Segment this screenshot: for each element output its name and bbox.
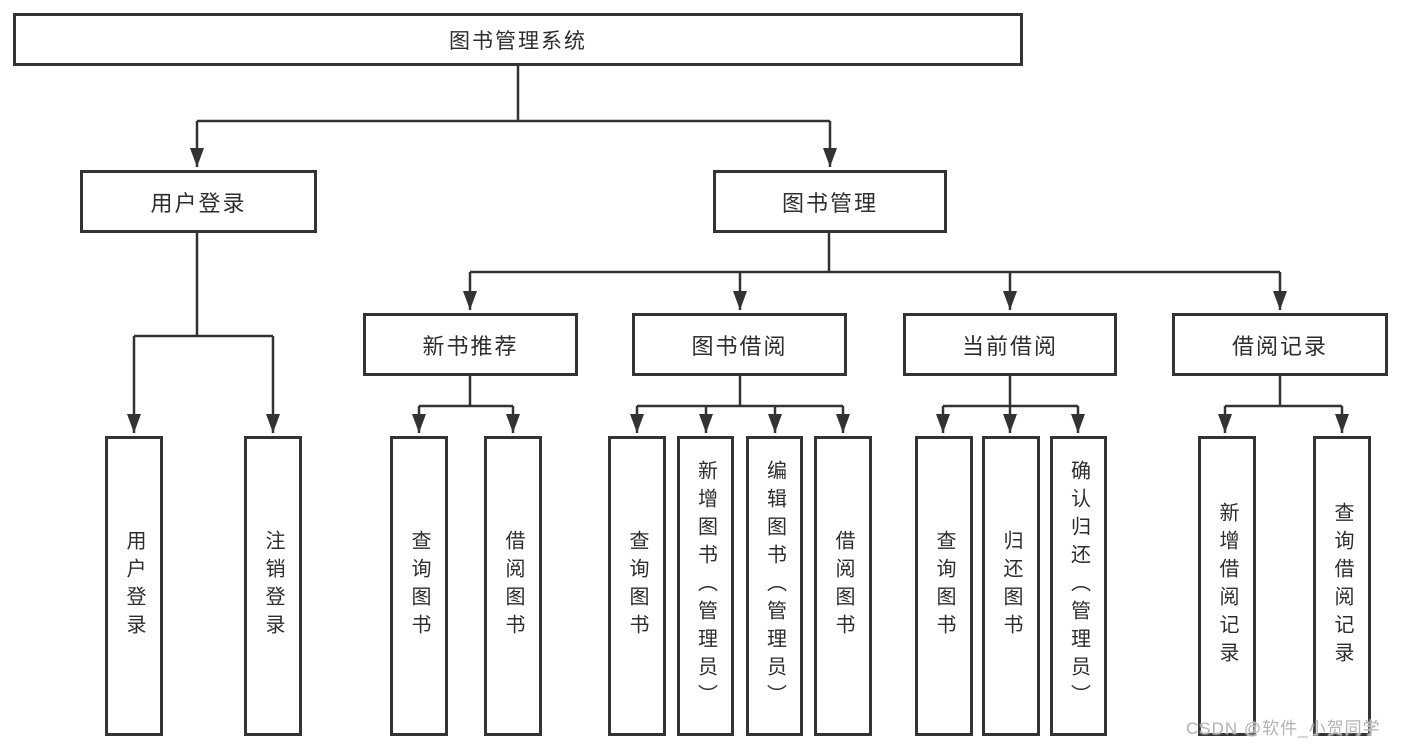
connector-book-management-trunk xyxy=(470,233,1280,274)
node-borrow-records-label: 借阅记录 xyxy=(1231,333,1328,359)
leaf-bb-edit-books-admin-label: 编辑图书（管理员） xyxy=(763,460,786,712)
leaf-logout-label: 注销登录 xyxy=(262,530,284,642)
node-user-login-label: 用户登录 xyxy=(150,190,247,216)
connector-borrow-records-trunk xyxy=(1225,376,1342,408)
leaf-user-login: 用户登录 xyxy=(105,436,163,736)
leaf-br-query-record-label: 查询借阅记录 xyxy=(1331,502,1353,670)
leaf-user-login-label: 用户登录 xyxy=(123,530,145,642)
leaf-bb-borrow-books-label: 借阅图书 xyxy=(832,530,854,642)
leaf-bb-query-books: 查询图书 xyxy=(608,436,666,736)
leaf-cb-confirm-return-admin: 确认归还（管理员） xyxy=(1050,436,1107,736)
node-root-label: 图书管理系统 xyxy=(449,29,587,53)
leaf-cb-return-books-label: 归还图书 xyxy=(1000,530,1022,642)
node-current-borrowing-label: 当前借阅 xyxy=(961,333,1058,359)
leaf-bb-add-books-admin: 新增图书（管理员） xyxy=(677,436,734,736)
leaf-nbr-query-books-label: 查询图书 xyxy=(408,530,430,642)
connector-current-borrowing-trunk xyxy=(943,376,1078,408)
node-new-book-recommend-label: 新书推荐 xyxy=(422,333,519,359)
node-user-login: 用户登录 xyxy=(80,170,317,233)
node-book-borrowing-label: 图书借阅 xyxy=(691,333,788,359)
leaf-logout: 注销登录 xyxy=(244,436,302,736)
leaf-cb-return-books: 归还图书 xyxy=(982,436,1040,736)
node-new-book-recommend: 新书推荐 xyxy=(363,313,578,376)
csdn-watermark: CSDN @软件_小贺同学 xyxy=(1186,719,1381,738)
leaf-cb-query-books-label: 查询图书 xyxy=(933,530,955,642)
connector-user-login-trunk xyxy=(134,233,273,338)
node-root: 图书管理系统 xyxy=(13,13,1023,66)
leaf-bb-edit-books-admin: 编辑图书（管理员） xyxy=(746,436,803,736)
node-book-management: 图书管理 xyxy=(713,170,947,233)
leaf-br-add-record: 新增借阅记录 xyxy=(1198,436,1256,736)
node-current-borrowing: 当前借阅 xyxy=(903,313,1117,376)
leaf-nbr-query-books: 查询图书 xyxy=(390,436,448,736)
leaf-cb-confirm-return-admin-label: 确认归还（管理员） xyxy=(1067,460,1090,712)
leaf-nbr-borrow-books-label: 借阅图书 xyxy=(502,530,524,642)
leaf-br-query-record: 查询借阅记录 xyxy=(1313,436,1371,736)
connector-book-borrowing-trunk xyxy=(637,376,843,408)
leaf-bb-add-books-admin-label: 新增图书（管理员） xyxy=(694,460,717,712)
leaf-br-add-record-label: 新增借阅记录 xyxy=(1216,502,1238,670)
node-book-management-label: 图书管理 xyxy=(781,190,878,216)
leaf-nbr-borrow-books: 借阅图书 xyxy=(484,436,542,736)
leaf-bb-borrow-books: 借阅图书 xyxy=(814,436,872,736)
leaf-bb-query-books-label: 查询图书 xyxy=(626,530,648,642)
node-book-borrowing: 图书借阅 xyxy=(632,313,847,376)
connector-root-trunk xyxy=(197,66,830,123)
connector-new-book-trunk xyxy=(419,376,513,408)
leaf-cb-query-books: 查询图书 xyxy=(915,436,973,736)
node-borrow-records: 借阅记录 xyxy=(1172,313,1388,376)
